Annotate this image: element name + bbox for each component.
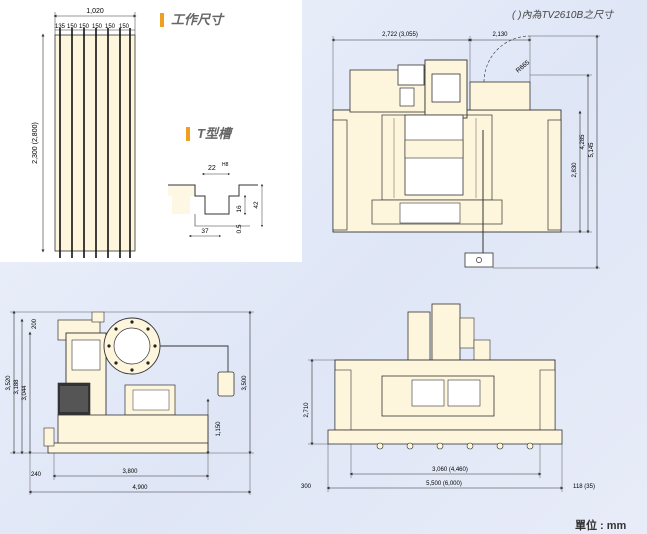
segment-label: 150 — [79, 24, 90, 30]
side-view-drawing: 3,520 3,188 3,044 200 3,500 1,150 240 3,… — [6, 310, 254, 495]
side-dim-top-label: 200 — [32, 318, 38, 329]
side-dim-right-label: 3,500 — [242, 375, 248, 391]
segment-label: 150 — [105, 24, 116, 30]
segment-label: 150 — [119, 24, 130, 30]
side-dim-base-label: 3,800 — [122, 469, 138, 475]
segment-label: 150 — [92, 24, 103, 30]
segment-label: 135 — [55, 24, 66, 30]
tslot-fit: H8 — [222, 162, 229, 168]
front-dim-right-label: 118 (35) — [573, 484, 595, 490]
side-dim-height-label: 3,520 — [6, 375, 12, 391]
units-label: 單位 : mm — [575, 520, 627, 532]
segment-label: 150 — [67, 24, 78, 30]
top-dim-height3-label: 5,145 — [589, 142, 595, 158]
front-dim-inner-label: 3,060 (4,460) — [432, 467, 468, 473]
work-table-drawing: 1,020 135 150 150 150 150 150 2,300 (2,8… — [32, 8, 137, 258]
tslot-depth-upper: 16 — [236, 205, 243, 213]
tslot-depth-total: 42 — [253, 201, 260, 209]
top-dim-height-label: 2,830 — [572, 162, 578, 178]
tslot-base-width: 37 — [201, 228, 209, 235]
tslot-top-width: 22 — [208, 165, 216, 172]
side-dim-table-label: 1,150 — [216, 421, 222, 437]
work-size-title: 工作尺寸 — [160, 13, 223, 27]
front-dim-total-label: 5,500 (6,000) — [426, 481, 462, 487]
side-dim-total-label: 4,900 — [132, 485, 148, 491]
top-dim-width2-label: 2,130 — [492, 32, 508, 38]
front-dim-left-label: 300 — [301, 484, 312, 490]
top-dim-height2-label: 4,285 — [580, 134, 586, 150]
table-width-label: 1,020 — [86, 8, 104, 15]
tslot-drawing: 22 H8 42 16 37 0.5 — [168, 162, 264, 238]
side-dim-offset-label: 240 — [31, 472, 42, 478]
top-dim-width-label: 2,722 (3,055) — [382, 32, 418, 38]
top-view-drawing: R665 2,722 (3,055) 2,130 2,830 4,285 5,1… — [331, 32, 600, 270]
side-dim-height3-label: 3,044 — [22, 385, 28, 401]
model-note: ( )內為TV2610B之尺寸 — [512, 10, 614, 21]
front-view-drawing: 2,710 3,060 (4,460) 5,500 (6,000) 300 11… — [301, 303, 595, 492]
tslot-title: T型槽 — [186, 127, 231, 141]
tslot-lip: 0.5 — [236, 224, 243, 233]
front-dim-height-label: 2,710 — [304, 402, 310, 418]
work-table-panel — [0, 0, 302, 262]
side-dim-height2-label: 3,188 — [14, 379, 20, 395]
table-length-label: 2,300 (2,800) — [32, 122, 39, 164]
top-radius-label: R665 — [515, 59, 532, 75]
